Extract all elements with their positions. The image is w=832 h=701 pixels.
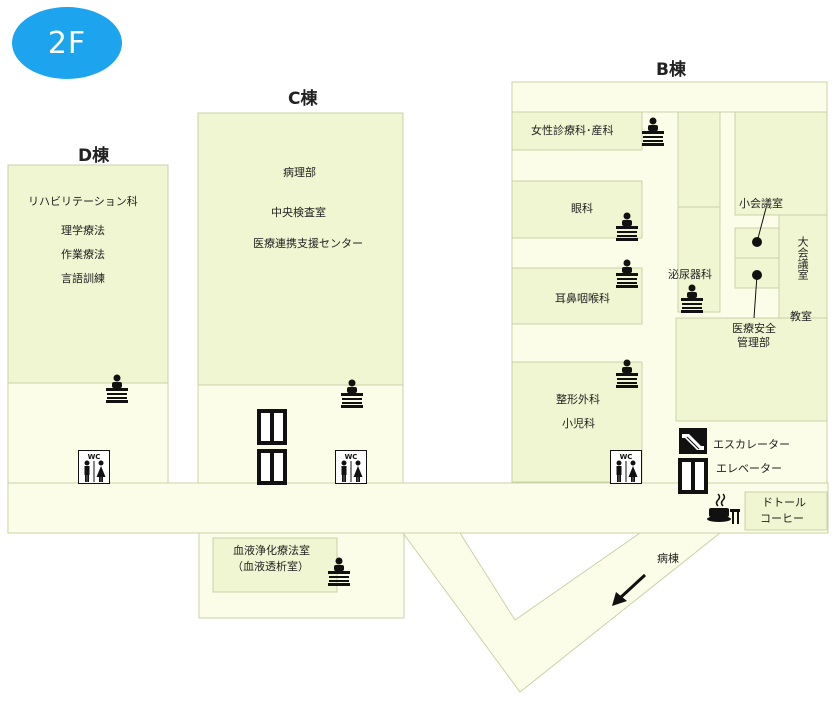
room-label-ot: 作業療法 [61, 248, 105, 261]
room-label-central-lab: 中央検査室 [271, 206, 326, 219]
room-label-safety-1: 医療安全 [732, 322, 776, 335]
reception-desk-icon [341, 379, 363, 408]
dialysis-room [212, 537, 338, 593]
coffee-icon [707, 493, 740, 524]
room-label-pt: 理学療法 [61, 224, 105, 237]
room-label-ortho: 整形外科 [556, 393, 600, 406]
reception-desk-icon [328, 557, 350, 586]
svg-text:WC: WC [88, 453, 101, 461]
elevator-icon [678, 458, 708, 494]
building-label-c: C棟 [288, 89, 318, 109]
floor-badge: 2F [12, 7, 122, 79]
rehab-room [7, 164, 169, 384]
urology-room [677, 111, 721, 313]
cafe-room [744, 491, 828, 531]
reception-desk-icon [681, 284, 703, 313]
room-label-liaison: 医療連携支援センター [253, 237, 363, 250]
room-label-safety-2: 管理部 [737, 336, 770, 349]
room-label-dialysis-sub: （血液透析室） [232, 560, 309, 573]
elevator-icon [257, 409, 287, 445]
room-label-dialysis: 血液浄化療法室 [233, 544, 310, 557]
ent-room [511, 267, 643, 325]
classroom [675, 317, 828, 422]
room-label-ent: 耳鼻咽喉科 [555, 292, 610, 305]
wc-icon: WC [335, 450, 367, 484]
escalator-icon [679, 428, 707, 454]
pathology-room [197, 112, 404, 386]
ward-arrow-icon [612, 573, 647, 606]
reception-desk-icon [642, 117, 664, 146]
room-label-st: 言語訓練 [61, 272, 105, 285]
elevator-icon [257, 449, 287, 485]
building-label-b: B棟 [656, 60, 686, 80]
reception-desk-icon [616, 212, 638, 241]
wc-icon: WC [78, 450, 110, 484]
room-label-pathology: 病理部 [283, 166, 316, 179]
room-label-small-meeting: 小会議室 [739, 197, 783, 210]
legend-label-elevator: エレベーター [716, 462, 782, 475]
room-label-large-meeting: 大会議室 [796, 236, 810, 280]
reception-desk-icon [616, 259, 638, 288]
room-label-urology: 泌尿器科 [668, 268, 712, 281]
small-meeting-room [734, 111, 828, 216]
womens-room [511, 111, 643, 151]
svg-text:WC: WC [620, 453, 633, 461]
legend-label-escalator: エスカレーター [713, 438, 790, 451]
room-label-womens: 女性診療科･産科 [531, 124, 614, 137]
ward-label: 病棟 [657, 552, 679, 565]
b-wing-top-strip [511, 81, 828, 113]
room-label-pediatrics: 小児科 [562, 417, 595, 430]
large-meeting-room [778, 214, 828, 319]
room-label-rehab: リハビリテーション科 [28, 195, 138, 208]
c-wing-lobby [197, 384, 404, 484]
wc-icon: WC [610, 450, 642, 484]
reception-desk-icon [616, 359, 638, 388]
reception-desk-icon [106, 374, 128, 403]
ward-walkway [402, 532, 722, 693]
cafe-label-line1: ドトール [762, 496, 806, 509]
building-label-d: D棟 [78, 146, 110, 166]
svg-text:WC: WC [345, 453, 358, 461]
cafe-label-line2: コーヒー [760, 512, 804, 525]
room-label-ophthalmology: 眼科 [571, 202, 593, 215]
room-label-classroom: 教室 [790, 310, 812, 323]
